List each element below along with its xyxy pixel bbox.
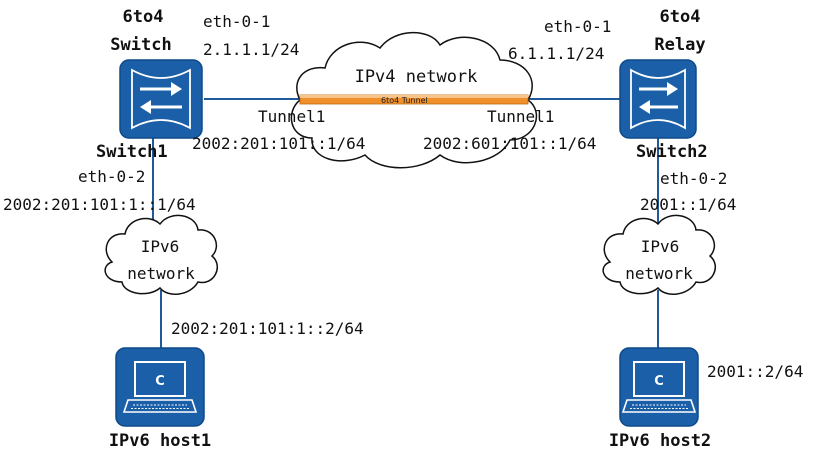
switch1-name: Switch1 bbox=[96, 142, 168, 162]
switch1-eth02-name: eth-0-2 bbox=[78, 167, 146, 186]
ipv6-cloud-right-line2: network bbox=[625, 264, 693, 283]
switch1-eth01-name: eth-0-1 bbox=[203, 12, 271, 31]
switch1-icon[interactable] bbox=[119, 59, 203, 139]
ipv6-cloud-right-line1: IPv6 bbox=[640, 237, 680, 256]
switch1-role-line2: Switch bbox=[110, 35, 172, 55]
switch1-role-line1: 6to4 bbox=[122, 7, 164, 27]
switch2-name: Switch2 bbox=[636, 142, 708, 162]
switch2-eth01-name: eth-0-1 bbox=[544, 17, 612, 36]
ipv6-cloud-right bbox=[602, 214, 716, 295]
host1-laptop-icon[interactable]: C bbox=[115, 347, 205, 427]
switch1-tunnel-name: Tunnel1 bbox=[258, 107, 326, 126]
switch2-icon[interactable] bbox=[619, 59, 697, 139]
ipv6-cloud-left-line2: network bbox=[127, 264, 195, 283]
host1-name: IPv6 host1 bbox=[108, 431, 212, 451]
ipv6-cloud-left bbox=[104, 214, 218, 295]
host2-ip: 2001::2/64 bbox=[707, 362, 804, 381]
switch1-eth02-ip: 2002:201:101:1::1/64 bbox=[3, 195, 196, 214]
switch2-eth01-ip: 6.1.1.1/24 bbox=[508, 44, 605, 63]
switch2-eth02-ip: 2001::1/64 bbox=[640, 195, 737, 214]
switch2-role-line2: Relay bbox=[654, 35, 706, 55]
tunnel-bar-label: 6to4 Tunnel bbox=[381, 96, 428, 105]
svg-text:C: C bbox=[654, 374, 664, 389]
tunnel-bar-highlight bbox=[300, 95, 528, 98]
host2-laptop-icon[interactable]: C bbox=[619, 347, 699, 427]
switch1-eth01-ip: 2.1.1.1/24 bbox=[203, 40, 300, 59]
switch2-tunnel-name: Tunnel1 bbox=[487, 107, 555, 126]
host1-ip: 2002:201:101:1::2/64 bbox=[171, 319, 364, 338]
switch1-tunnel-ip: 2002:201:101::1/64 bbox=[192, 134, 366, 153]
ipv4-cloud-label: IPv4 network bbox=[354, 67, 478, 87]
switch2-tunnel-ip: 2002:601:101::1/64 bbox=[423, 134, 597, 153]
ipv6-cloud-left-line1: IPv6 bbox=[140, 237, 180, 256]
switch2-eth02-name: eth-0-2 bbox=[660, 169, 728, 188]
host2-name: IPv6 host2 bbox=[608, 431, 712, 451]
svg-text:C: C bbox=[155, 374, 165, 389]
switch2-role-line1: 6to4 bbox=[659, 7, 701, 27]
